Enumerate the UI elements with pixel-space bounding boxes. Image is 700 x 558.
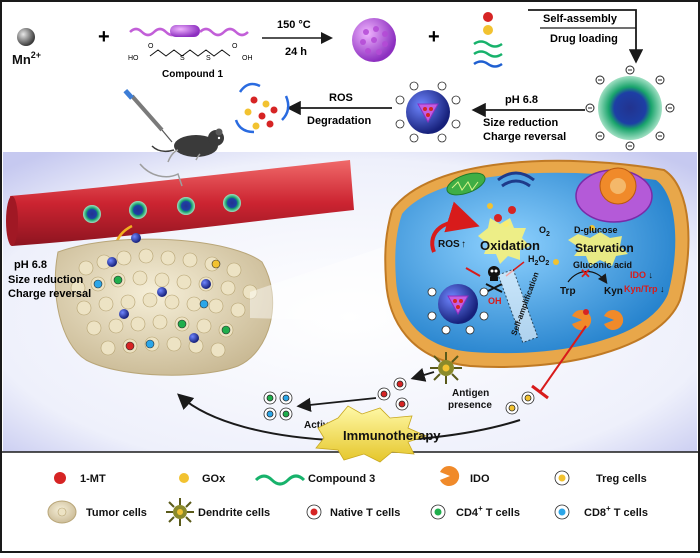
dendritic-cell bbox=[430, 352, 462, 384]
svg-text:OH: OH bbox=[242, 55, 253, 62]
legend-1mt-label: 1-MT bbox=[80, 473, 106, 485]
activation-arrow bbox=[296, 397, 377, 413]
legend: 1-MT GOx Compound 3 IDO Treg cells Tumor… bbox=[47, 466, 648, 526]
mouse-injection bbox=[123, 88, 224, 163]
legend-native-t-label: Native T cells bbox=[330, 507, 400, 519]
legend-cd4-label: CD4+ T cells bbox=[456, 504, 520, 519]
o2-label: O2 bbox=[539, 225, 550, 238]
self-amplification-box bbox=[497, 268, 539, 344]
legend-cd4-core bbox=[434, 508, 442, 516]
trp-kyn-arrow bbox=[567, 270, 608, 284]
legend-1mt-swatch bbox=[54, 472, 66, 484]
vessel-nanoparticles bbox=[83, 194, 241, 223]
degraded-fragments bbox=[234, 82, 290, 134]
legend-treg-label: Treg cells bbox=[596, 473, 647, 485]
starvation-burst bbox=[568, 232, 628, 266]
legend-tumor-label: Tumor cells bbox=[86, 507, 147, 519]
mn-ion-sphere bbox=[17, 28, 35, 46]
gluconic-acid-label: Gluconic acid bbox=[573, 260, 632, 270]
condition-temp: 150 °C bbox=[277, 19, 311, 31]
legend-gox-swatch bbox=[179, 473, 189, 483]
oxidation-label: Oxidation bbox=[480, 238, 540, 253]
legend-compound3-swatch bbox=[254, 474, 306, 486]
ros-label-cell: ROS bbox=[438, 239, 460, 250]
svg-text:S: S bbox=[180, 55, 185, 62]
oh-radical-label: OH bbox=[488, 296, 502, 306]
mof-nanoparticle bbox=[352, 18, 396, 62]
drug-components bbox=[473, 12, 503, 68]
mn-ion-label: Mn2+ bbox=[12, 50, 41, 67]
charge-reversal-middle: Charge reversal bbox=[483, 131, 566, 143]
effector-t-cells bbox=[263, 391, 293, 421]
h2o2-label: H2O2 bbox=[528, 254, 549, 267]
presence-label: presence bbox=[448, 400, 492, 411]
positive-nanoparticle-cell bbox=[427, 284, 489, 335]
compound1-label: Compound 1 bbox=[162, 69, 224, 80]
legend-native-t-core bbox=[310, 508, 318, 516]
d-glucose-label: D-glucose bbox=[574, 225, 618, 235]
legend-cd8-core bbox=[558, 508, 566, 516]
drug-loading-label: Drug loading bbox=[550, 33, 618, 45]
plus-sign-2: + bbox=[428, 26, 440, 48]
ph-label-tumor: pH 6.8 bbox=[14, 259, 47, 271]
legend-ido-label: IDO bbox=[470, 473, 490, 485]
charge-reversal-tumor: Charge reversal bbox=[8, 288, 91, 300]
tumor-mass bbox=[54, 233, 274, 376]
antigen-arrow bbox=[410, 368, 435, 382]
legend-cd8-label: CD8+ T cells bbox=[584, 504, 648, 519]
positive-nanoparticle-middle bbox=[395, 81, 461, 143]
plus-sign-1: + bbox=[98, 26, 110, 48]
starvation-label: Starvation bbox=[575, 241, 634, 255]
oxidation-burst bbox=[478, 218, 530, 264]
immunotherapy-label: Immunotherapy bbox=[343, 428, 441, 443]
ph-label-middle: pH 6.8 bbox=[505, 94, 538, 106]
treg-cells-scene bbox=[505, 391, 535, 415]
immunotherapy-burst bbox=[315, 405, 428, 463]
kyn-trp-label: Kyn/Trp ↓ bbox=[624, 284, 665, 294]
size-reduction-tumor: Size reduction bbox=[8, 274, 83, 286]
compound1-structure: HO OH O O S S bbox=[128, 25, 253, 62]
legend-dendrite-label: Dendrite cells bbox=[198, 507, 270, 519]
self-assembly-label: Self-assembly bbox=[543, 13, 618, 25]
svg-text:O: O bbox=[232, 43, 238, 50]
native-t-cells bbox=[377, 377, 409, 411]
ros-arrow-curved bbox=[430, 201, 480, 253]
legend-compound3-label: Compound 3 bbox=[308, 473, 375, 485]
ido-enzymes bbox=[572, 309, 624, 330]
ido-down-label: IDO ↓ bbox=[630, 270, 653, 280]
self-assembly-arrow bbox=[528, 9, 644, 64]
ros-up-arrow: ↑ bbox=[461, 239, 466, 250]
negative-nanoparticle bbox=[585, 65, 675, 151]
zoom-beam bbox=[250, 246, 386, 322]
kyn-label: Kyn bbox=[604, 286, 623, 297]
svg-text:HO: HO bbox=[128, 55, 139, 62]
legend-dendrite-swatch bbox=[166, 498, 194, 526]
ros-label-middle: ROS bbox=[329, 92, 353, 104]
size-reduction-middle: Size reduction bbox=[483, 117, 558, 129]
legend-treg-core bbox=[558, 474, 566, 482]
inhibit-bar bbox=[531, 384, 549, 400]
inhibit-line bbox=[539, 325, 587, 393]
condition-time: 24 h bbox=[285, 46, 307, 58]
trp-label: Trp bbox=[560, 286, 576, 297]
block-cross: ✕ bbox=[580, 266, 591, 281]
antigen-label: Antigen bbox=[452, 388, 489, 399]
skull-icon bbox=[485, 266, 503, 293]
svg-text:S: S bbox=[206, 55, 211, 62]
legend-tumor-swatch bbox=[47, 500, 77, 524]
legend-ido-swatch bbox=[440, 466, 460, 486]
svg-text:O: O bbox=[148, 43, 154, 50]
degradation-label: Degradation bbox=[307, 115, 371, 127]
oh-inhibit-line bbox=[465, 267, 481, 277]
legend-gox-label: GOx bbox=[202, 473, 226, 485]
